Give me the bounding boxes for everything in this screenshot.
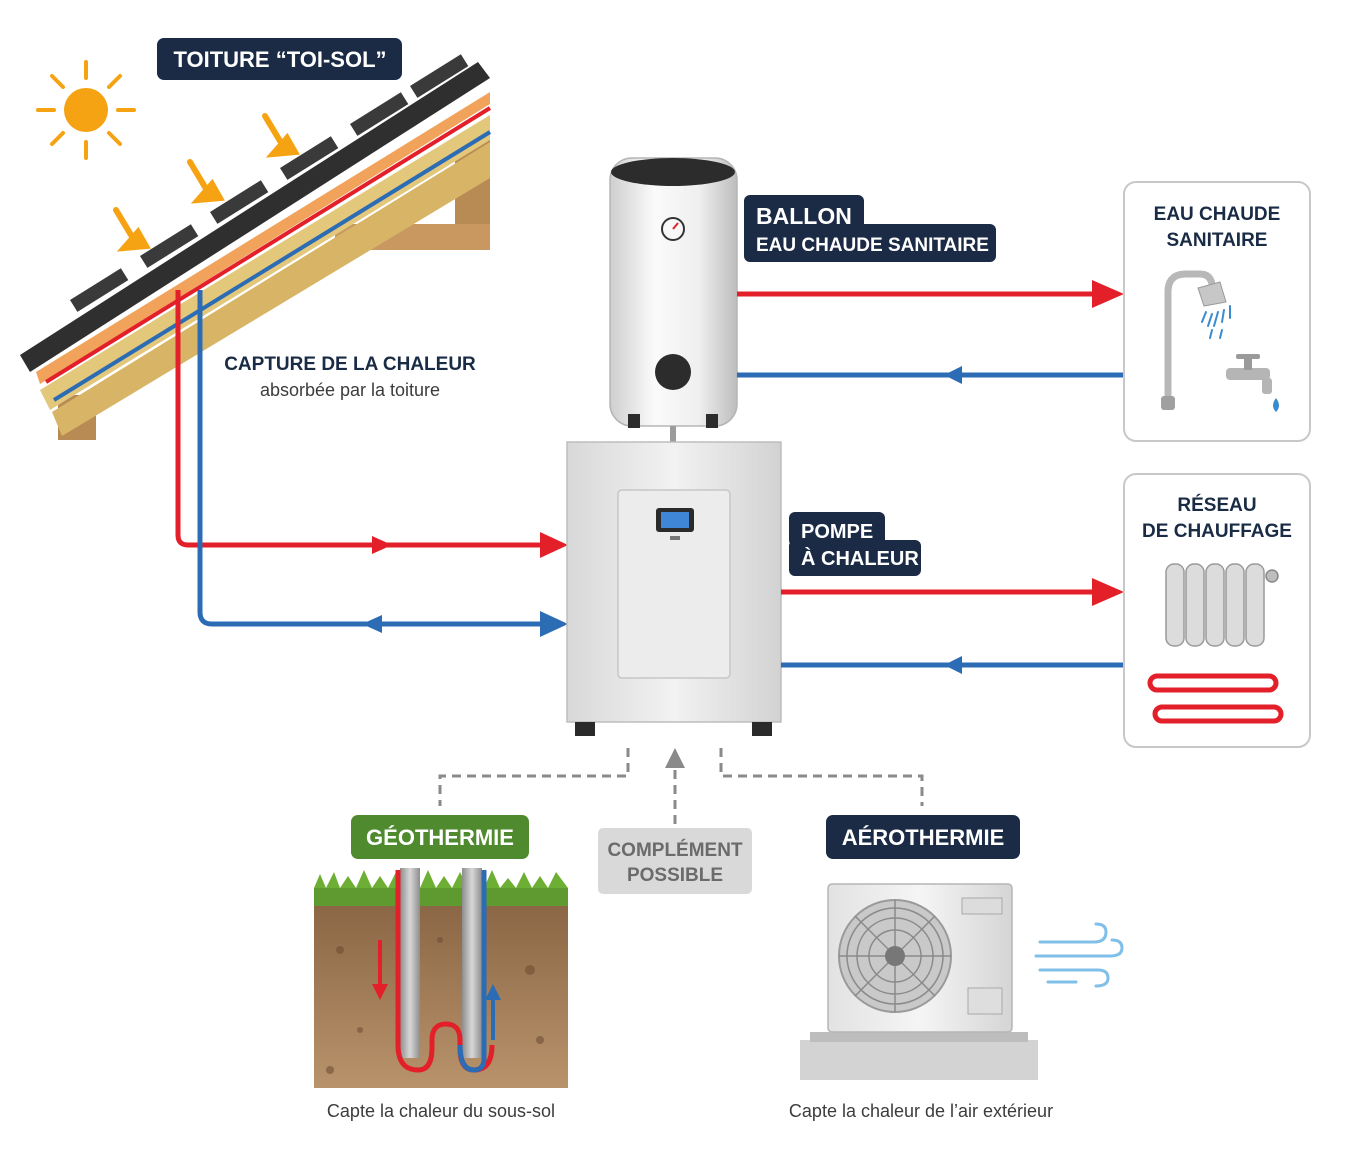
radiator-icon [1165, 563, 1279, 647]
geothermal-label: GÉOTHERMIE [351, 815, 529, 859]
fan-icon [838, 899, 952, 1013]
tank-label-line1: BALLON [756, 203, 852, 229]
heating-network-box: RÉSEAU DE CHAUFFAGE [1123, 473, 1311, 748]
aerothermal-caption: Capte la chaleur de l’air extérieur [789, 1101, 1053, 1121]
shower-icon [1161, 270, 1231, 410]
floor-heating-icon [1147, 673, 1284, 724]
complement-label: COMPLÉMENT POSSIBLE [598, 828, 752, 894]
dashed-connectors [438, 748, 924, 828]
pump-label-line2: À CHALEUR [801, 547, 919, 570]
sun-icon [36, 60, 136, 160]
tank-label-line2: EAU CHAUDE SANITAIRE [756, 235, 989, 256]
dhw-label-line2: SANITAIRE [1167, 230, 1268, 251]
control-screen [656, 508, 694, 540]
network-hot-pipe [781, 578, 1124, 606]
capture-title: CAPTURE DE LA CHALEUR [224, 354, 476, 375]
network-cold-pipe [781, 656, 1124, 674]
hot-water-tank [609, 157, 738, 442]
faucet-icon [1226, 354, 1279, 412]
network-label-line2: DE CHAUFFAGE [1142, 521, 1292, 542]
wind-icon [1034, 922, 1124, 988]
geothermal-illustration [314, 868, 568, 1088]
thermometer-gauge [661, 217, 685, 241]
pump-label-line1: POMPE [801, 521, 873, 543]
tank-label: BALLON EAU CHAUDE SANITAIRE [744, 195, 996, 262]
aerothermal-label: AÉROTHERMIE [826, 815, 1020, 859]
outdoor-unit [800, 883, 1038, 1080]
heat-pump-unit [566, 441, 782, 736]
roof-label: TOITURE “TOI-SOL” [157, 38, 402, 80]
roof-hot-pipe [175, 290, 568, 558]
dhw-hot-pipe [737, 280, 1124, 308]
roof-cold-pipe [197, 290, 568, 637]
aerothermal-label-text: AÉROTHERMIE [842, 825, 1005, 850]
geothermal-caption: Capte la chaleur du sous-sol [327, 1101, 555, 1121]
dhw-box: EAU CHAUDE SANITAIRE [1123, 181, 1311, 442]
pump-label: POMPE À CHALEUR [789, 512, 921, 576]
dhw-cold-pipe [737, 366, 1124, 384]
roof-section [20, 54, 492, 440]
capture-subtitle: absorbée par la toiture [260, 380, 440, 400]
geothermal-label-text: GÉOTHERMIE [366, 825, 514, 850]
dhw-label-line1: EAU CHAUDE [1154, 204, 1281, 225]
roof-label-text: TOITURE “TOI-SOL” [173, 47, 386, 72]
complement-label-line2: POSSIBLE [627, 865, 723, 886]
complement-label-line1: COMPLÉMENT [607, 839, 743, 861]
sun-ray-arrows [113, 113, 300, 252]
network-label-line1: RÉSEAU [1177, 494, 1256, 516]
